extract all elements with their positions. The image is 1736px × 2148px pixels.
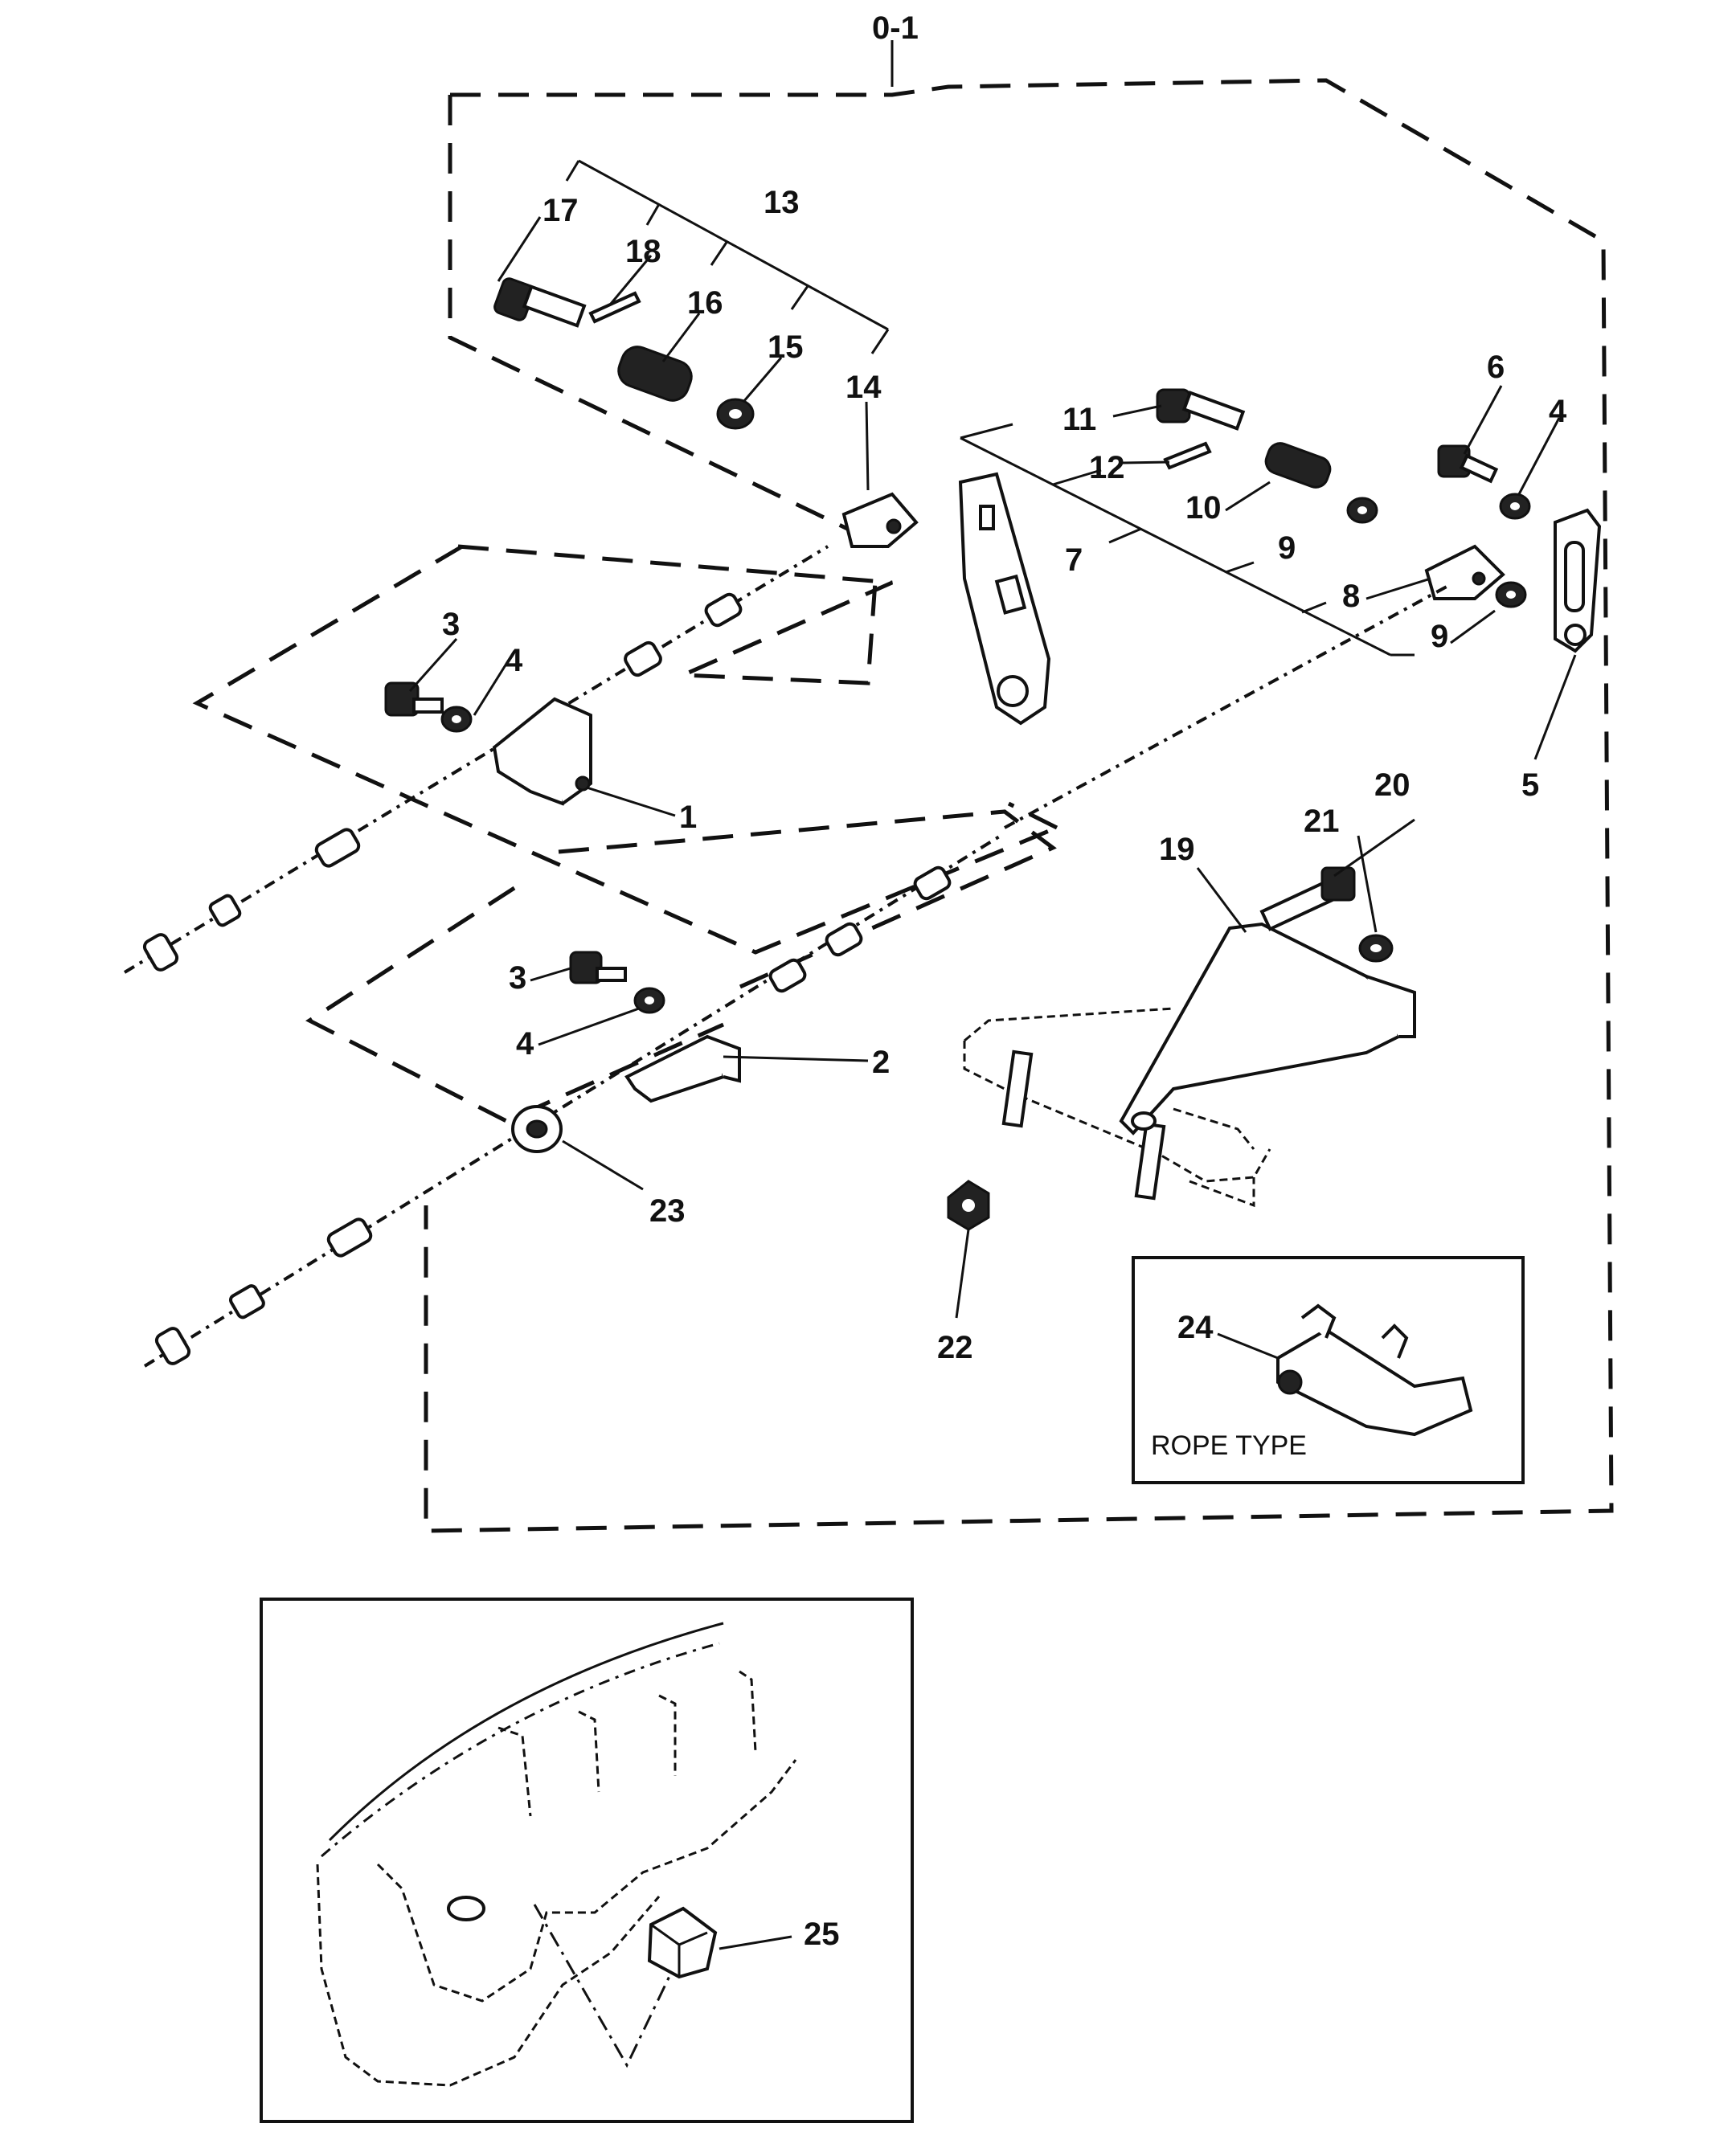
part-16-spring bbox=[617, 346, 693, 402]
part-9-washer-lower-hole bbox=[1506, 591, 1516, 599]
callout-12: 12 bbox=[1089, 450, 1125, 485]
kit-7-tick-11 bbox=[960, 423, 1013, 440]
cable-1-fittings bbox=[142, 592, 743, 972]
kit-13-tick-17 bbox=[565, 160, 580, 182]
callout-6: 6 bbox=[1487, 350, 1505, 385]
part-10-spring bbox=[1264, 442, 1332, 489]
callout-5: 5 bbox=[1521, 767, 1539, 803]
part-12-cotter-pin bbox=[1163, 441, 1212, 470]
callout-1: 1 bbox=[679, 800, 697, 835]
part-11-pin bbox=[1156, 388, 1246, 431]
callout-2: 2 bbox=[872, 1045, 890, 1080]
part-3-screw-lower bbox=[569, 951, 627, 984]
lower-cowl-inset-frame bbox=[260, 1598, 914, 2123]
kit-7-tick-7 bbox=[1108, 527, 1142, 544]
part-5-link-arm bbox=[1554, 508, 1602, 653]
lower-cowl-drawing bbox=[316, 1622, 797, 2087]
part-14-cable-end bbox=[841, 492, 919, 548]
part-21-washer-hole bbox=[1370, 944, 1382, 952]
part-6-screw bbox=[1437, 444, 1499, 484]
part-4-washer-left-lower-hole bbox=[645, 996, 654, 1004]
callout-24: 24 bbox=[1177, 1310, 1214, 1345]
kit-7-tick-9b bbox=[1301, 601, 1327, 614]
cable-2-to-part-8-line bbox=[1004, 585, 1447, 829]
part-4-washer-right-hole bbox=[1510, 502, 1520, 510]
callout-15: 15 bbox=[768, 329, 804, 365]
part-22-nut bbox=[947, 1180, 990, 1231]
part-20-bolt bbox=[1259, 866, 1356, 931]
part-4-washer-left-upper-hole bbox=[452, 715, 461, 723]
leader-lines bbox=[408, 216, 1577, 1950]
callout-25: 25 bbox=[804, 1917, 840, 1952]
part-19-mounting-bracket bbox=[1119, 922, 1416, 1135]
callout-23: 23 bbox=[649, 1193, 686, 1229]
part-25-pad bbox=[647, 1906, 718, 1979]
callout-9-upper: 9 bbox=[1278, 530, 1296, 566]
kit-7-bracket bbox=[960, 436, 1391, 657]
rope-type-caption: ROPE TYPE bbox=[1151, 1430, 1307, 1461]
callout-11: 11 bbox=[1062, 402, 1096, 437]
kit-7-tick-9a bbox=[1225, 561, 1255, 574]
part-15-washer-hole bbox=[729, 409, 742, 419]
part-17-clevis-pin bbox=[493, 277, 587, 328]
part-18-cotter-pin bbox=[588, 291, 641, 324]
callout-14: 14 bbox=[845, 370, 882, 405]
callout-10: 10 bbox=[1185, 490, 1222, 526]
cable-2-group-outline bbox=[305, 809, 1057, 1123]
callout-7: 7 bbox=[1065, 542, 1083, 578]
callout-22: 22 bbox=[937, 1330, 973, 1365]
cable-2-fittings bbox=[154, 865, 952, 1365]
callout-20: 20 bbox=[1374, 767, 1410, 803]
rope-type-inset-frame bbox=[1132, 1256, 1525, 1484]
kit-13-tick-14 bbox=[870, 329, 890, 354]
assembly-boundary-left bbox=[448, 95, 886, 549]
callout-21: 21 bbox=[1304, 804, 1340, 839]
cable-1-group-outline bbox=[192, 544, 1058, 955]
part-1-cable-bracket bbox=[492, 697, 592, 806]
part-2-cable-bracket bbox=[624, 1034, 741, 1103]
callout-18: 18 bbox=[625, 234, 661, 269]
part-23-grommet bbox=[511, 1105, 563, 1153]
cable-2 bbox=[143, 834, 1002, 1368]
callout-16: 16 bbox=[687, 285, 723, 321]
kit-13-bracket bbox=[578, 159, 889, 331]
callout-4-left-upper: 4 bbox=[505, 643, 523, 678]
callout-13: 13 bbox=[764, 185, 800, 220]
part-7-lever bbox=[958, 472, 1051, 726]
kit-13-tick-15 bbox=[790, 285, 809, 310]
part-24-rope-bracket bbox=[1276, 1303, 1473, 1437]
kit-13-tick-18 bbox=[645, 203, 661, 226]
kit-7-tick-12 bbox=[1052, 468, 1102, 486]
callout-17: 17 bbox=[542, 193, 579, 228]
kit-13-tick-16 bbox=[710, 240, 729, 266]
part-9-washer-upper-hole bbox=[1357, 506, 1367, 514]
callout-3-lower: 3 bbox=[509, 960, 526, 996]
callout-19: 19 bbox=[1159, 832, 1195, 867]
assembly-label: 0-1 bbox=[872, 10, 919, 46]
callout-3-upper: 3 bbox=[442, 607, 460, 642]
engine-frame-outline bbox=[963, 1007, 1271, 1208]
callout-4-right: 4 bbox=[1549, 394, 1567, 429]
callout-9-lower: 9 bbox=[1431, 619, 1448, 654]
callout-8: 8 bbox=[1342, 579, 1360, 614]
assembly-boundary bbox=[424, 78, 1614, 1533]
callout-4-left-lower: 4 bbox=[516, 1026, 534, 1062]
